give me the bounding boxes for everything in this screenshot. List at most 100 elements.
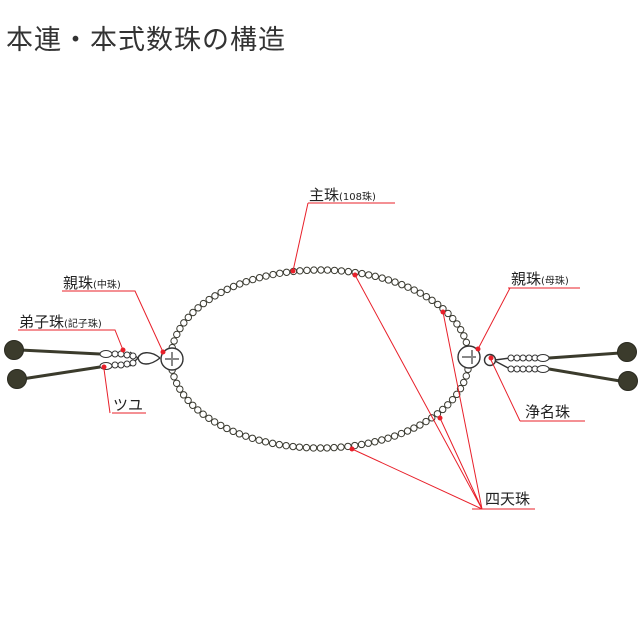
main-bead xyxy=(179,391,188,399)
main-bead xyxy=(323,266,332,274)
main-bead xyxy=(422,292,431,301)
tassel-cord xyxy=(19,348,101,356)
label-oyadama-center: 親珠(中珠) xyxy=(63,274,121,292)
main-bead xyxy=(170,373,178,381)
main-bead xyxy=(217,421,225,430)
main-bead xyxy=(262,272,270,280)
main-bead xyxy=(269,270,277,279)
main-bead xyxy=(330,266,339,275)
main-bead xyxy=(184,313,193,322)
main-bead xyxy=(282,441,290,450)
main-bead xyxy=(194,406,202,414)
main-bead xyxy=(229,427,237,436)
main-bead xyxy=(210,418,219,426)
main-bead xyxy=(453,320,461,328)
main-bead xyxy=(448,395,457,404)
main-bead xyxy=(444,401,452,409)
main-bead xyxy=(229,282,238,291)
main-bead xyxy=(444,309,452,318)
left-assembly xyxy=(4,340,184,389)
tassel-cord xyxy=(21,365,101,381)
right-deshi-beads xyxy=(507,354,539,373)
main-bead xyxy=(404,283,412,291)
main-bead xyxy=(242,277,250,286)
label-deshi: 弟子珠(記子珠) xyxy=(19,313,102,331)
main-bead xyxy=(199,410,207,418)
main-bead xyxy=(289,442,297,451)
main-bead xyxy=(170,337,178,345)
main-bead xyxy=(371,438,379,446)
main-bead xyxy=(205,414,213,422)
tassel-head xyxy=(7,369,27,389)
main-bead xyxy=(384,434,392,442)
main-bead xyxy=(173,330,181,339)
tassel-head xyxy=(4,340,24,360)
label-jomyo: 浄名珠 xyxy=(525,403,570,421)
main-bead xyxy=(217,288,225,297)
deshi-beads xyxy=(111,350,137,369)
main-bead xyxy=(434,300,442,309)
main-bead xyxy=(310,266,318,274)
main-bead xyxy=(189,401,197,409)
main-bead xyxy=(302,443,311,452)
main-bead xyxy=(378,436,386,444)
loop xyxy=(137,352,161,365)
main-bead xyxy=(242,432,250,440)
main-bead xyxy=(295,443,304,451)
label-tsuyu: ツユ xyxy=(113,396,143,414)
main-bead xyxy=(276,269,284,278)
main-bead xyxy=(456,325,465,334)
main-bead xyxy=(236,280,244,288)
callout-dots xyxy=(101,268,494,452)
main-bead xyxy=(255,436,263,444)
main-bead xyxy=(410,286,418,294)
main-bead xyxy=(184,396,192,405)
right-assembly xyxy=(457,342,638,391)
main-bead xyxy=(337,267,346,275)
main-bead xyxy=(357,440,366,449)
main-bead xyxy=(248,434,257,442)
main-bead xyxy=(282,268,291,276)
main-bead xyxy=(268,439,277,448)
main-bead xyxy=(433,410,442,418)
main-bead xyxy=(460,378,468,387)
callout-lines xyxy=(18,202,585,510)
main-bead xyxy=(344,442,352,451)
main-bead xyxy=(199,299,208,308)
main-bead xyxy=(439,405,447,414)
main-bead xyxy=(172,379,181,387)
main-bead xyxy=(390,432,399,440)
main-bead xyxy=(358,269,366,278)
label-oyadama-mother: 親珠(母珠) xyxy=(511,270,569,288)
main-bead xyxy=(403,427,412,435)
main-bead xyxy=(422,417,430,426)
main-bead xyxy=(462,338,471,347)
main-bead xyxy=(211,292,219,300)
main-bead xyxy=(364,439,372,447)
main-bead xyxy=(365,271,373,279)
main-bead xyxy=(462,372,470,380)
main-bead xyxy=(176,324,184,333)
main-bead xyxy=(223,285,231,294)
main-bead xyxy=(261,438,270,446)
main-bead xyxy=(235,430,244,438)
main-bead xyxy=(384,276,393,284)
main-bead xyxy=(194,304,202,312)
label-shiten: 四天珠 xyxy=(485,490,530,508)
main-bead xyxy=(275,440,284,449)
main-bead xyxy=(371,272,379,281)
main-bead xyxy=(416,289,424,297)
main-bead xyxy=(223,424,231,433)
main-bead xyxy=(398,280,406,289)
main-bead xyxy=(316,444,325,452)
main-bead xyxy=(317,266,325,274)
main-bead xyxy=(410,424,418,432)
main-bead xyxy=(255,273,264,282)
page-title: 本連・本式数珠の構造 xyxy=(6,25,286,56)
main-bead xyxy=(428,296,436,305)
main-bead xyxy=(460,332,468,340)
main-bead xyxy=(189,308,197,317)
main-bead xyxy=(337,443,345,451)
